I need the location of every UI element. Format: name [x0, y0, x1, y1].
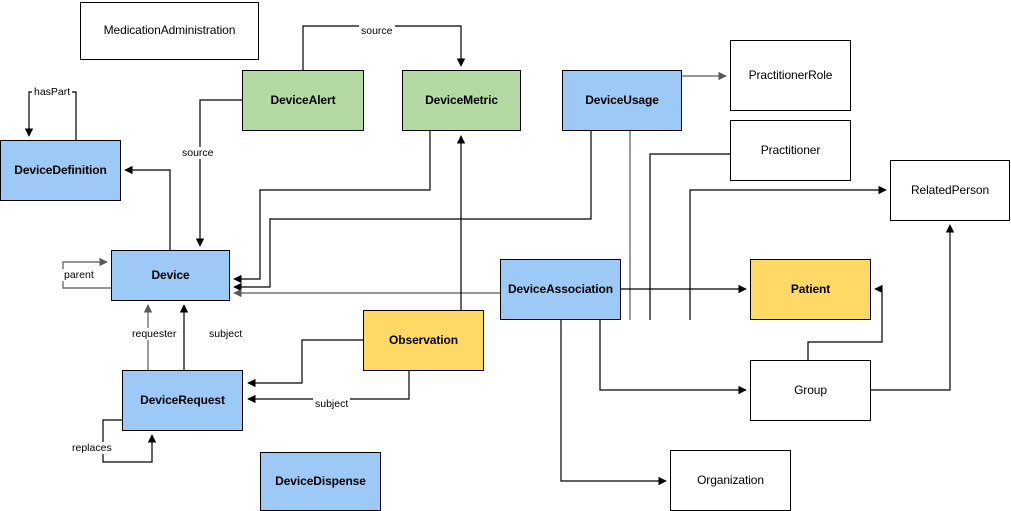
node-patient[interactable]: Patient — [750, 259, 871, 320]
edge-label-replaces: replaces — [70, 442, 114, 454]
node-label: RelatedPerson — [910, 182, 990, 197]
node-observation[interactable]: Observation — [363, 310, 484, 371]
node-label: DeviceUsage — [585, 92, 659, 107]
edge-label-subject-device: subject — [207, 328, 245, 340]
edge-devicedefinition-haspart — [24, 91, 77, 140]
node-device-association[interactable]: DeviceAssociation — [500, 259, 621, 320]
node-practitioner-role[interactable]: PractitionerRole — [730, 40, 851, 111]
edge-label-subject-devicerequest: subject — [313, 398, 351, 410]
edge-label-requester: requester — [130, 328, 179, 340]
edge-devicemetric-device — [233, 131, 431, 284]
node-related-person[interactable]: RelatedPerson — [890, 160, 1010, 221]
node-label: Organization — [697, 472, 764, 487]
node-label: Observation — [389, 332, 458, 347]
node-device-dispense[interactable]: DeviceDispense — [260, 452, 381, 511]
node-device-definition[interactable]: DeviceDefinition — [0, 140, 121, 201]
edge-deviceassociation-organization — [560, 320, 667, 486]
edge-observation-devicerequest-2 — [247, 371, 410, 404]
node-label: DeviceAlert — [270, 92, 336, 107]
node-label: Patient — [790, 281, 831, 296]
edge-label-source-device: source — [180, 147, 216, 159]
node-practitioner[interactable]: Practitioner — [730, 120, 851, 181]
edge-deviceassociation-practitioner — [649, 153, 730, 320]
node-label: DeviceDefinition — [14, 162, 107, 177]
edge-label-parent: parent — [62, 269, 96, 281]
node-label: Group — [794, 382, 827, 397]
node-label: PractitionerRole — [748, 67, 833, 82]
node-label: DeviceMetric — [425, 92, 498, 107]
edge-deviceassociation-group — [599, 320, 747, 395]
edge-observation-devicerequest-1 — [247, 339, 363, 388]
node-device[interactable]: Device — [111, 250, 230, 301]
edge-label-haspart: hasPart — [32, 86, 73, 98]
edge-devicealert-device — [195, 99, 242, 247]
node-label: Practitioner — [760, 142, 821, 157]
edge-label-source-devicemetric: source — [359, 25, 395, 37]
node-device-alert[interactable]: DeviceAlert — [242, 70, 364, 131]
node-label: DeviceAssociation — [507, 281, 613, 296]
node-device-usage[interactable]: DeviceUsage — [562, 70, 682, 131]
node-device-metric[interactable]: DeviceMetric — [402, 70, 521, 131]
node-device-request[interactable]: DeviceRequest — [122, 370, 243, 431]
edge-device-devicedefinition — [124, 165, 171, 250]
node-label: Device — [151, 267, 190, 282]
node-group[interactable]: Group — [750, 360, 871, 421]
node-label: DeviceRequest — [140, 392, 225, 407]
node-label: MedicationAdministration — [103, 23, 236, 38]
node-medication-administration[interactable]: MedicationAdministration — [80, 2, 259, 60]
edge-group-relatedperson — [871, 224, 955, 391]
node-label: DeviceDispense — [275, 473, 366, 488]
node-organization[interactable]: Organization — [670, 450, 791, 511]
